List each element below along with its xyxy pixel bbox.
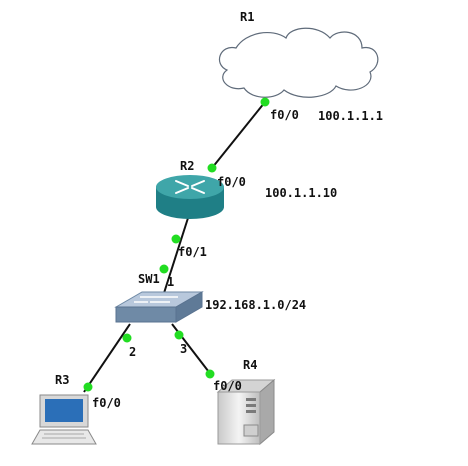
node-label-r3: R3 — [55, 373, 69, 387]
laptop-icon — [31, 394, 97, 445]
switch-icon — [114, 291, 204, 323]
port-labels: f0/0 f0/0 f0/1 1 2 3 f0/0 f0/0 — [92, 108, 299, 410]
node-r3[interactable]: R3 — [31, 373, 97, 445]
node-r2[interactable]: R2 — [156, 159, 224, 219]
port-dot-r1-f00[interactable] — [260, 97, 270, 107]
port-dot-sw1-p3[interactable] — [174, 330, 184, 340]
link-r2-sw1[interactable] — [163, 217, 189, 294]
port-dot-r2-f00[interactable] — [207, 163, 217, 173]
port-label-sw1-p3: 3 — [180, 342, 187, 356]
node-r1[interactable]: R1 — [218, 10, 379, 98]
node-label-r2: R2 — [180, 159, 194, 173]
node-label-r1: R1 — [240, 10, 254, 24]
address-labels: 100.1.1.1 100.1.1.10 192.168.1.0/24 — [205, 109, 383, 312]
server-icon — [216, 378, 276, 446]
port-dot-r3-f00[interactable] — [83, 382, 93, 392]
port-label-r1-f00: f0/0 — [270, 108, 299, 122]
cloud-icon — [218, 27, 379, 98]
ip-label-r2: 100.1.1.10 — [265, 186, 337, 200]
port-label-r4-f00: f0/0 — [213, 379, 242, 393]
link-sw1-r3[interactable] — [83, 323, 131, 393]
subnet-label-lan: 192.168.1.0/24 — [205, 298, 306, 312]
port-label-sw1-p2: 2 — [129, 345, 136, 359]
node-label-r4: R4 — [243, 358, 257, 372]
node-label-sw1: SW1 — [138, 272, 160, 286]
port-dots — [83, 97, 270, 392]
ip-label-r1: 100.1.1.1 — [318, 109, 383, 123]
port-dot-sw1-p2[interactable] — [122, 333, 132, 343]
port-label-sw1-p1: 1 — [167, 275, 174, 289]
router-icon — [156, 175, 224, 219]
port-label-r2-f01: f0/1 — [178, 245, 207, 259]
port-dot-r4-f00[interactable] — [205, 369, 215, 379]
port-dot-sw1-p1[interactable] — [159, 264, 169, 274]
port-label-r3-f00: f0/0 — [92, 396, 121, 410]
port-dot-r2-f01[interactable] — [171, 234, 181, 244]
node-r4[interactable]: R4 — [216, 358, 276, 446]
node-sw1[interactable]: SW1 — [114, 272, 204, 323]
links — [83, 101, 266, 393]
link-r1-r2[interactable] — [211, 101, 266, 169]
port-label-r2-f00: f0/0 — [217, 175, 246, 189]
